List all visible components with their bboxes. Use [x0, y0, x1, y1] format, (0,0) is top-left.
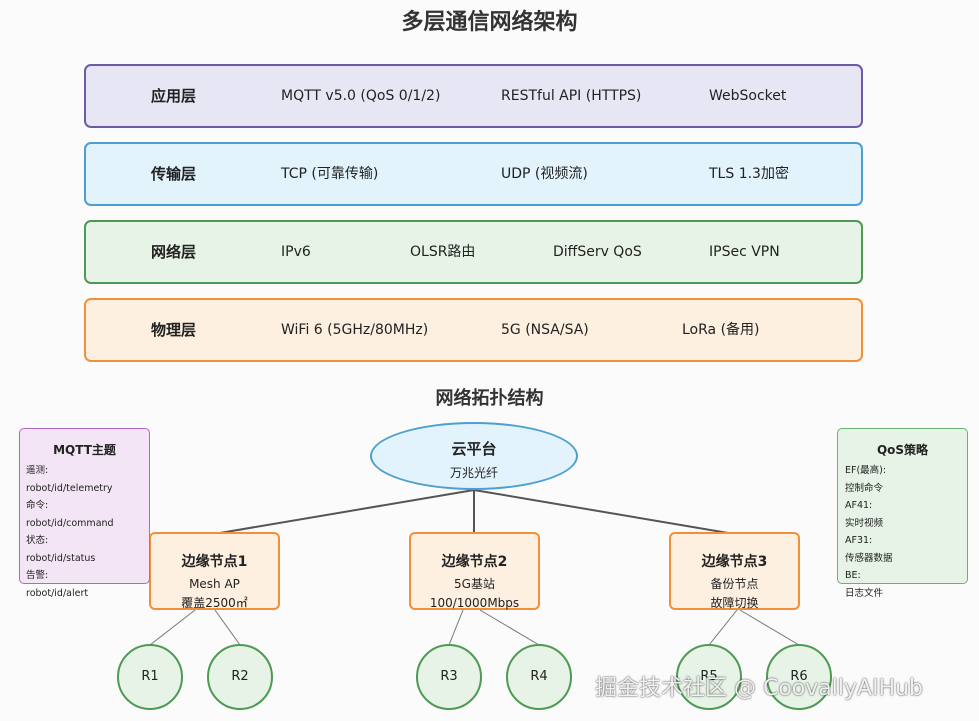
layer-item: DiffServ QoS [553, 244, 642, 260]
panel-line: robot/id/telemetry [26, 482, 113, 494]
panel-line: AF31: [845, 535, 873, 546]
panel-line: AF41: [845, 500, 873, 511]
edge3-r6-link [739, 609, 800, 646]
robot-node: R2 [207, 644, 273, 710]
edge-name: 边缘节点1 [181, 554, 248, 570]
layer-name: 应用层 [151, 87, 197, 105]
layer-item: TLS 1.3加密 [709, 166, 789, 182]
layer-item: 5G (NSA/SA) [501, 322, 589, 338]
mqtt-topics-panel: MQTT主题 遥测: robot/id/telemetry 命令: robot/… [19, 428, 150, 599]
cloud-name: 云平台 [451, 440, 497, 458]
panel-line: 命令: [26, 500, 49, 511]
cloud-platform-node: 云平台 万兆光纤 [370, 422, 578, 490]
robot-node: R1 [117, 644, 183, 710]
edge-node-3: 边缘节点3 备份节点 故障切换 [669, 532, 800, 610]
panel-title: MQTT主题 [53, 443, 116, 457]
layer-item: IPv6 [281, 244, 311, 260]
panel-line: robot/id/command [26, 517, 114, 529]
panel-line: EF(最高): [845, 465, 887, 476]
layer-item: OLSR路由 [410, 244, 476, 260]
panel-line: 告警: [26, 570, 49, 581]
panel-line: 控制命令 [845, 482, 884, 494]
transport-layer: 传输层 TCP (可靠传输) UDP (视频流) TLS 1.3加密 [84, 142, 863, 206]
cloud-edge1-link [213, 489, 475, 535]
edge-detail: 100/1000Mbps [429, 596, 520, 610]
network-layer: 网络层 IPv6 OLSR路由 DiffServ QoS IPSec VPN [84, 220, 863, 284]
edge-name: 边缘节点3 [701, 554, 768, 570]
edge-name: 边缘节点2 [441, 554, 508, 570]
layer-item: IPSec VPN [709, 244, 780, 260]
panel-line: 传感器数据 [845, 552, 893, 564]
layer-name: 传输层 [151, 165, 197, 183]
panel-line: 状态: [26, 535, 49, 546]
physical-layer: 物理层 WiFi 6 (5GHz/80MHz) 5G (NSA/SA) LoRa… [84, 298, 863, 362]
edge-detail: 5G基站 [454, 577, 495, 591]
cloud-link-type: 万兆光纤 [449, 466, 498, 480]
panel-line: robot/id/status [26, 552, 96, 564]
layer-item: UDP (视频流) [501, 166, 588, 182]
panel-line: robot/id/alert [26, 587, 89, 599]
layer-item: WebSocket [709, 88, 787, 104]
robot-node: R4 [506, 644, 572, 710]
edge2-r4-link [479, 609, 540, 646]
application-layer: 应用层 MQTT v5.0 (QoS 0/1/2) RESTful API (H… [84, 64, 863, 128]
layer-item: MQTT v5.0 (QoS 0/1/2) [281, 88, 441, 104]
edge-node-1: 边缘节点1 Mesh AP 覆盖2500㎡ [149, 532, 280, 610]
panel-line: 遥测: [26, 465, 49, 476]
edge1-r2-link [214, 609, 241, 646]
edge3-r5-link [708, 609, 738, 646]
layer-item: WiFi 6 (5GHz/80MHz) [281, 322, 429, 338]
edge-detail: 备份节点 [710, 577, 759, 591]
qos-policy-panel: QoS策略 EF(最高): 控制命令 AF41: 实时视频 AF31: 传感器数… [837, 428, 968, 599]
layer-item: LoRa (备用) [682, 322, 760, 338]
robot-node: R6 [766, 644, 832, 710]
edge2-r3-link [448, 609, 464, 646]
layer-item: TCP (可靠传输) [281, 166, 379, 182]
robot-node: R5 [676, 644, 742, 710]
layer-name: 物理层 [151, 321, 197, 339]
robot-node: R3 [416, 644, 482, 710]
watermark: 掘金技术社区 @ CoovallyAIHub [595, 676, 924, 701]
edge1-r1-link [149, 609, 196, 646]
panel-line: 实时视频 [845, 517, 884, 529]
edge-detail: Mesh AP [189, 577, 240, 591]
cloud-edge3-link [473, 489, 735, 535]
edge-detail: 故障切换 [710, 596, 759, 610]
layer-name: 网络层 [151, 243, 197, 261]
diagram-title: 多层通信网络架构 [401, 10, 578, 35]
topology-title: 网络拓扑结构 [435, 388, 544, 409]
panel-line: BE: [845, 570, 861, 581]
layer-item: RESTful API (HTTPS) [501, 88, 642, 104]
panel-title: QoS策略 [876, 443, 929, 457]
edge-detail: 覆盖2500㎡ [181, 596, 248, 610]
edge-node-2: 边缘节点2 5G基站 100/1000Mbps [409, 532, 540, 610]
panel-line: 日志文件 [845, 587, 884, 599]
